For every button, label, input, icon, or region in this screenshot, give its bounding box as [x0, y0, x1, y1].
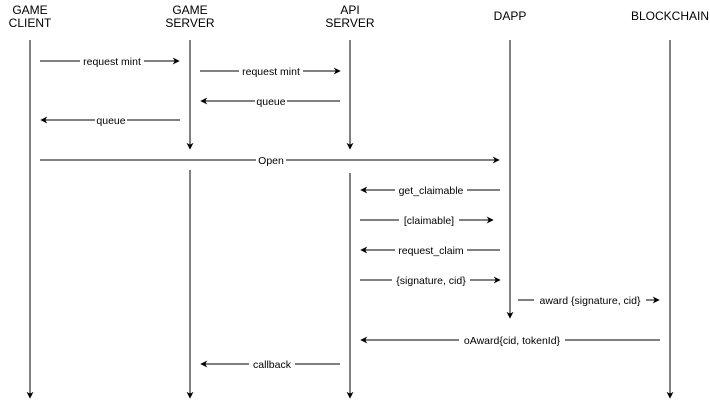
message-label-bg — [95, 113, 127, 127]
message-label: queue — [96, 115, 125, 127]
message-label-bg — [249, 357, 295, 371]
message-open: Open — [40, 153, 500, 167]
actor-label-line: CLIENT — [9, 16, 52, 30]
message-label: request_claim — [398, 245, 464, 257]
message-queue-server: queue — [200, 94, 340, 108]
message-label: {signature, cid} — [396, 275, 466, 287]
actor-game-server: GAME SERVER — [165, 3, 214, 30]
message-label: award {signature, cid} — [540, 295, 641, 307]
message-oaward: oAward{cid, tokenId} — [360, 333, 660, 347]
message-label-bg — [80, 54, 144, 68]
message-label: get_claimable — [399, 185, 464, 197]
message-label: request mint — [242, 66, 300, 78]
message-label: callback — [253, 359, 292, 371]
message-request-mint-server: request mint — [200, 64, 341, 78]
message-label: Open — [258, 155, 284, 167]
message-get-claimable: get_claimable — [360, 183, 500, 197]
message-award: award {signature, cid} — [518, 293, 660, 307]
message-label-bg — [534, 293, 646, 307]
actor-label-line: SERVER — [165, 16, 214, 30]
message-label-bg — [395, 243, 467, 257]
message-label-bg — [459, 333, 565, 347]
actor-api-server: API SERVER — [325, 3, 374, 30]
message-label-bg — [256, 153, 286, 167]
message-label-bg — [239, 64, 303, 78]
actor-dapp: DAPP — [494, 9, 527, 23]
actor-label-line: API — [340, 3, 359, 17]
message-label-bg — [395, 183, 467, 197]
actor-label-line: BLOCKCHAIN — [631, 9, 709, 23]
message-claimable: [claimable] — [360, 213, 494, 227]
actor-label-line: GAME — [12, 3, 47, 17]
actor-label-line: GAME — [172, 3, 207, 17]
message-queue-client: queue — [40, 113, 180, 127]
actor-label-line: SERVER — [325, 16, 374, 30]
actor-blockchain: BLOCKCHAIN — [631, 9, 709, 23]
message-label: queue — [256, 96, 285, 108]
message-label-bg — [392, 273, 470, 287]
actor-label-line: DAPP — [494, 9, 527, 23]
message-callback: callback — [200, 357, 340, 371]
message-signature-cid: {signature, cid} — [360, 273, 501, 287]
message-label: [claimable] — [404, 215, 454, 227]
message-label-bg — [399, 213, 459, 227]
message-label-bg — [255, 94, 287, 108]
message-label: request mint — [83, 56, 141, 68]
actor-game-client: GAME CLIENT — [9, 3, 52, 30]
message-label: oAward{cid, tokenId} — [464, 335, 561, 347]
message-request-claim: request_claim — [360, 243, 500, 257]
message-request-mint-client: request mint — [40, 54, 180, 68]
